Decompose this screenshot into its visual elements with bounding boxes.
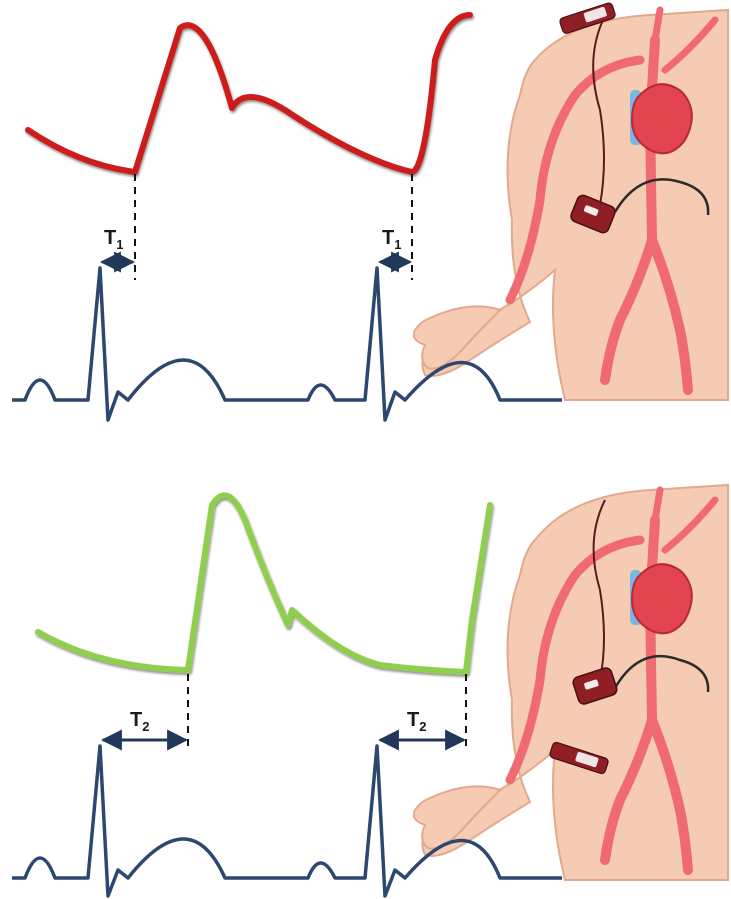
body-illustration-top [414, 2, 728, 400]
bottom-panel: T2 T2 [12, 485, 728, 896]
interval-label-t2-a: T2 [130, 709, 149, 734]
top-panel: T1 T1 [12, 2, 728, 420]
interval-label-t1-b: T1 [382, 227, 401, 252]
heart-top [632, 84, 692, 153]
heart-bottom [632, 564, 692, 633]
body-illustration-bottom [414, 485, 728, 880]
pressure-wave-top [28, 15, 470, 172]
pressure-wave-bottom [38, 495, 490, 672]
interval-label-t1-a: T1 [104, 227, 123, 252]
interval-label-t2-b: T2 [407, 709, 426, 734]
